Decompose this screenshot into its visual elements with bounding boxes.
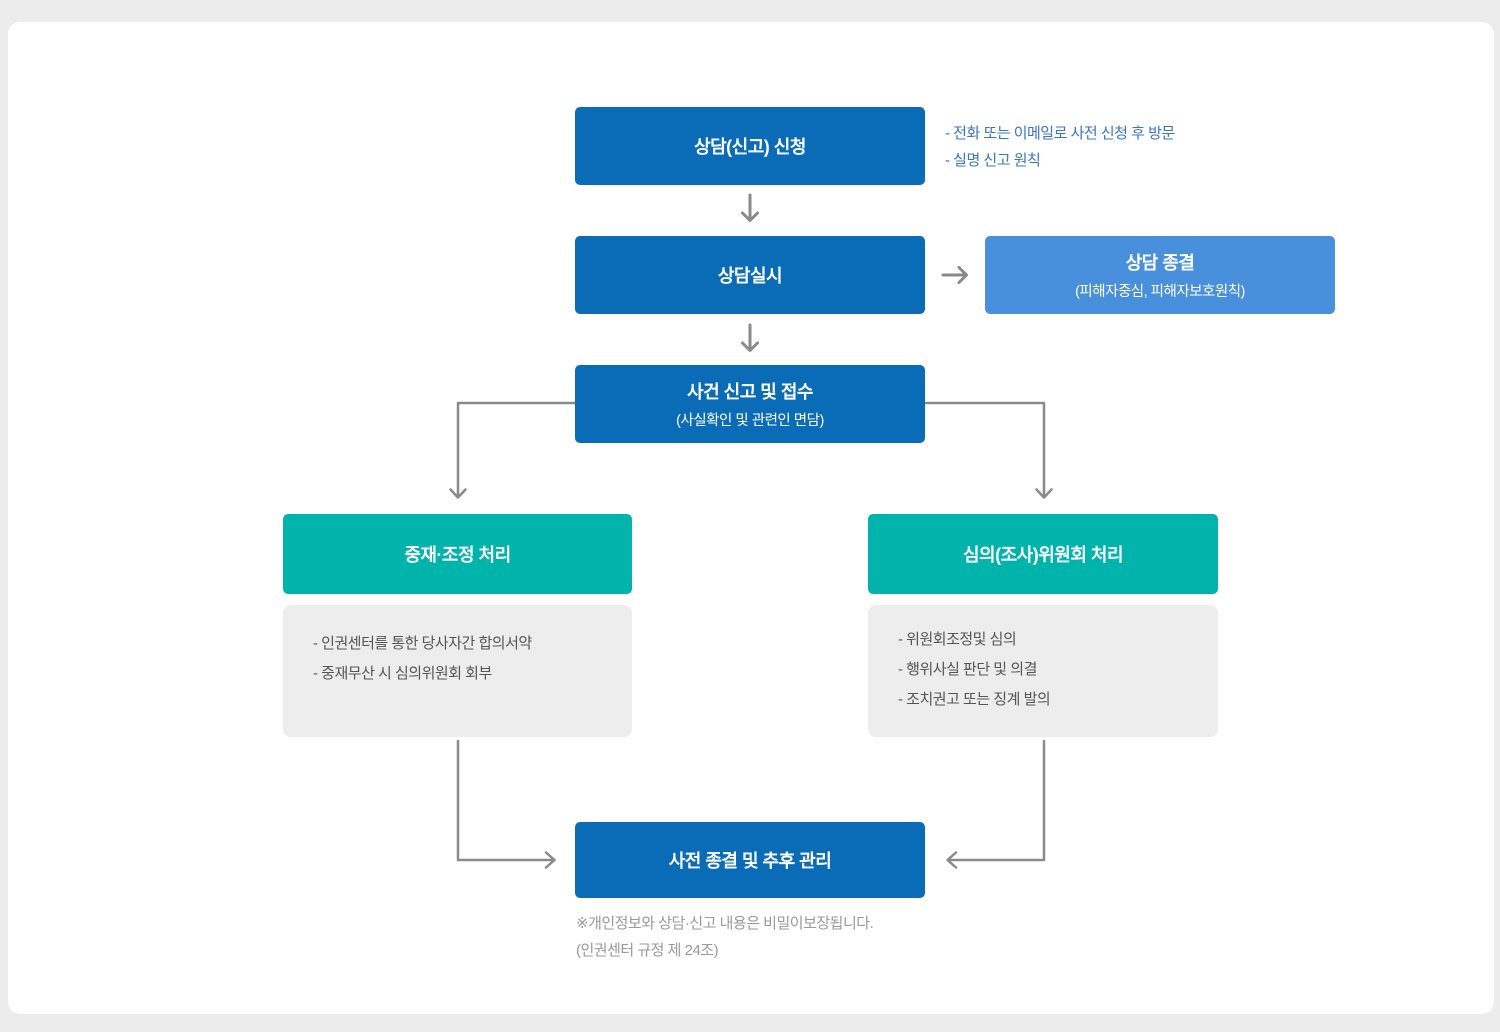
step-case-report-title: 사건 신고 및 접수 (687, 382, 813, 402)
branch-mediation-box: 중재·조정 처리 (283, 514, 632, 594)
branch-committee-details: - 위원회조정및 심의 - 행위사실 판단 및 의결 - 조치권고 또는 징계 … (868, 605, 1218, 737)
step-case-report-subtitle: (사실확인 및 관련인 면담) (676, 413, 824, 429)
footnote-line: (인권센터 규정 제 24조) (576, 942, 719, 959)
privacy-footnote: ※개인정보와 상담·신고 내용은 비밀이보장됩니다. (인권센터 규정 제 24… (576, 910, 874, 964)
consult-close-box: 상담 종결 (피해자중심, 피해자보호원칙) (985, 236, 1335, 314)
step-case-report-box: 사건 신고 및 접수 (사실확인 및 관련인 면담) (575, 365, 925, 443)
branch-mediation-details: - 인권센터를 통한 당사자간 합의서약 - 중재무산 시 심의위원회 회부 (283, 605, 632, 737)
branch-mediation-title: 중재·조정 처리 (404, 545, 511, 565)
committee-detail: - 위원회조정및 심의 (898, 631, 1017, 648)
step-consult-request-title: 상담(신고) 신청 (694, 137, 806, 157)
mediation-detail: - 중재무산 시 심의위원회 회부 (313, 665, 492, 682)
step1-note: - 전화 또는 이메일로 사전 신청 후 방문 (945, 125, 1175, 142)
step-consult-request-box: 상담(신고) 신청 (575, 107, 925, 185)
step-final-title: 사전 종결 및 추후 관리 (668, 851, 832, 871)
branch-committee-title: 심의(조사)위원회 처리 (962, 545, 1124, 565)
step-final-box: 사전 종결 및 추후 관리 (575, 822, 925, 898)
step-consult-conduct-box: 상담실시 (575, 236, 925, 314)
footnote-line: ※개인정보와 상담·신고 내용은 비밀이보장됩니다. (576, 915, 874, 932)
step1-note: - 실명 신고 원칙 (945, 152, 1041, 169)
consult-close-title: 상담 종결 (1125, 253, 1195, 273)
mediation-detail: - 인권센터를 통한 당사자간 합의서약 (313, 635, 532, 652)
committee-detail: - 조치권고 또는 징계 발의 (898, 691, 1051, 708)
consult-close-subtitle: (피해자중심, 피해자보호원칙) (1075, 284, 1245, 300)
committee-detail: - 행위사실 판단 및 의결 (898, 661, 1037, 678)
branch-committee-box: 심의(조사)위원회 처리 (868, 514, 1218, 594)
step-consult-conduct-title: 상담실시 (717, 266, 783, 286)
step1-side-notes: - 전화 또는 이메일로 사전 신청 후 방문 - 실명 신고 원칙 (945, 120, 1175, 174)
